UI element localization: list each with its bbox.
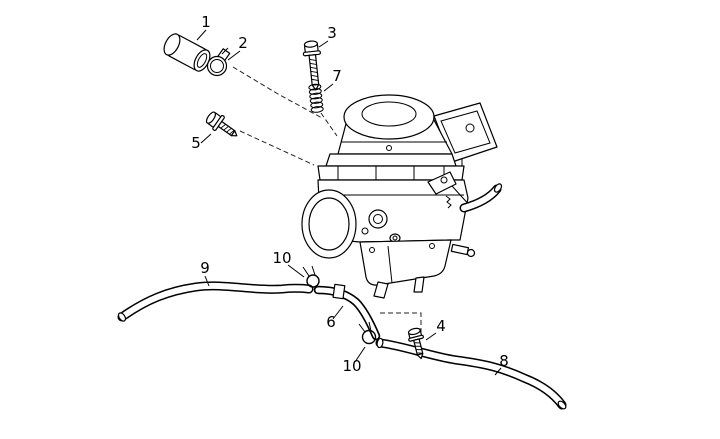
leader-4 xyxy=(425,332,437,341)
leader-3 xyxy=(318,40,329,48)
leader-10b xyxy=(354,346,366,363)
part-clip-10-upper xyxy=(302,265,320,288)
vent-hose-stub xyxy=(459,183,503,213)
top-cover-dome xyxy=(343,94,435,140)
part-spring-7 xyxy=(308,83,324,113)
part-clamp-2 xyxy=(206,47,231,77)
callout-label-10-lower: 10 xyxy=(342,357,361,375)
leader-1 xyxy=(196,29,207,41)
leader-8 xyxy=(494,367,502,376)
callout-label-7: 7 xyxy=(332,67,342,85)
part-sleeve-1 xyxy=(163,33,211,72)
part-hose-9 xyxy=(117,281,314,322)
callout-label-1: 1 xyxy=(201,13,211,31)
part-screw-3 xyxy=(302,40,321,91)
callout-label-6: 6 xyxy=(326,313,336,331)
callout-label-9: 9 xyxy=(200,259,210,277)
part-hose-8 xyxy=(375,337,567,410)
callout-label-3: 3 xyxy=(327,24,337,42)
callout-label-8: 8 xyxy=(499,352,509,370)
leader-6 xyxy=(332,305,344,320)
leader-10a xyxy=(287,264,305,278)
callout-leader-lines xyxy=(196,29,502,376)
carburetor-body xyxy=(301,94,498,299)
callout-label-4: 4 xyxy=(436,317,446,335)
float-bowl xyxy=(359,239,452,286)
leader-5 xyxy=(200,133,212,144)
callout-label-5: 5 xyxy=(191,134,201,152)
part-bolt-5 xyxy=(205,111,238,137)
part-clip-10-lower xyxy=(358,321,377,345)
leader-2 xyxy=(227,50,241,61)
part-elbow-6 xyxy=(313,283,381,341)
alignment-dashed-lines xyxy=(232,66,422,332)
throttle-linkage xyxy=(427,171,457,195)
callout-label-10-upper: 10 xyxy=(272,249,291,267)
part-screw-4 xyxy=(407,327,424,360)
leader-9 xyxy=(204,275,210,287)
callout-label-2: 2 xyxy=(238,34,248,52)
leader-7 xyxy=(323,83,334,92)
